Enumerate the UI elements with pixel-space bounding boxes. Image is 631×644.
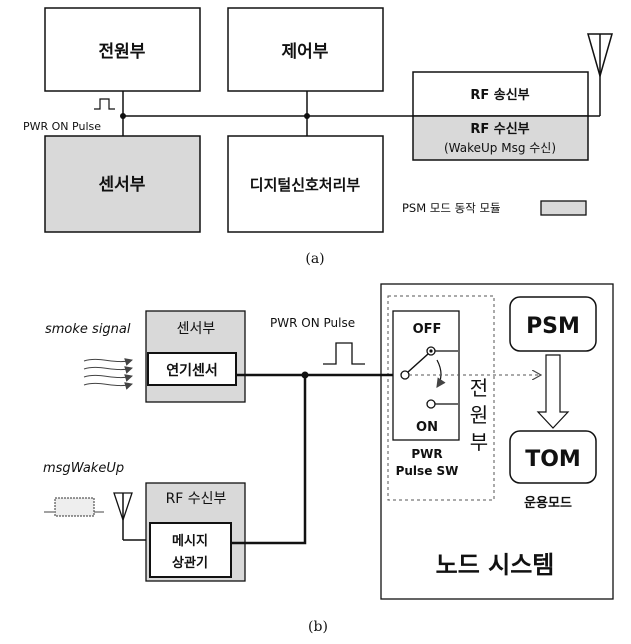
antenna-icon-b <box>113 492 150 541</box>
dsp-unit-label: 디지털신호처리부 <box>250 176 361 194</box>
rf-rx-box <box>412 115 589 161</box>
power-unit-dashed-box <box>387 295 495 501</box>
dsp-unit-box <box>227 135 384 233</box>
power-unit-v-1: 전 <box>470 376 488 400</box>
wakeup-message-packet <box>54 497 95 517</box>
sensor-unit-box <box>44 135 201 233</box>
smoke-sensor-box <box>147 352 237 386</box>
switch-common-contact <box>400 370 410 380</box>
pulse-symbol-b <box>323 342 365 365</box>
pulse-symbol-a <box>94 98 115 110</box>
diagram-a: 전원부 제어부 센서부 디지털신호처리부 RF 송신부 RF 수신부 (Wake… <box>23 7 613 267</box>
power-unit-label: 전원부 <box>99 42 146 62</box>
sensor-unit-b-label: 센서부 <box>177 321 216 337</box>
psm-box <box>509 296 597 352</box>
psm-to-tom-arrow <box>536 354 570 429</box>
psm-label: PSM <box>526 314 580 339</box>
smoke-signal-arrows <box>83 358 133 390</box>
rf-rx-b-label: RF 수신부 <box>166 491 227 507</box>
control-unit-box <box>227 7 384 92</box>
operation-mode-label: 운용모드 <box>524 495 572 511</box>
pwr-pulse-label-b: PWR ON Pulse <box>270 316 355 330</box>
antenna-icon-a <box>587 33 613 116</box>
tom-box <box>509 430 597 484</box>
switch-on-contact <box>426 399 436 409</box>
off-label: OFF <box>413 322 442 337</box>
rf-rx-label: RF 수신부 <box>470 122 529 137</box>
tom-label: TOM <box>525 447 581 472</box>
power-unit-v-2: 원 <box>470 403 488 427</box>
rf-tx-box <box>412 71 589 117</box>
legend-swatch <box>540 200 587 216</box>
legend-label: PSM 모드 동작 모듈 <box>402 201 501 215</box>
rf-tx-label: RF 송신부 <box>470 88 529 103</box>
caption-a: (a) <box>305 251 324 267</box>
rf-rx-sub-label: (WakeUp Msg 수신) <box>444 141 556 155</box>
control-unit-label: 제어부 <box>282 42 329 62</box>
node-system-label: 노드 시스템 <box>436 551 555 579</box>
switch-direction-arrow <box>436 359 446 388</box>
diagram-b: smoke signal 센서부 연기센서 msgWakeUp RF 수신부 메… <box>43 283 614 635</box>
pwr-pulse-label-a: PWR ON Pulse <box>23 120 101 133</box>
power-unit-box <box>44 7 201 92</box>
correlator-box <box>149 522 232 578</box>
on-label: ON <box>416 420 438 435</box>
pwr-switch-label-2: Pulse SW <box>396 464 459 478</box>
pwr-switch-label-1: PWR <box>411 447 442 461</box>
correlator-label-1: 메시지 <box>172 534 208 549</box>
sensor-unit-label: 센서부 <box>99 175 146 195</box>
smoke-sensor-label: 연기센서 <box>166 363 218 379</box>
correlator-label-2: 상관기 <box>172 555 208 571</box>
caption-b: (b) <box>308 619 328 635</box>
switch-lever <box>407 353 429 373</box>
smoke-signal-label: smoke signal <box>45 322 131 337</box>
power-unit-v-3: 부 <box>470 430 488 454</box>
msg-wakeup-label: msgWakeUp <box>43 461 124 476</box>
